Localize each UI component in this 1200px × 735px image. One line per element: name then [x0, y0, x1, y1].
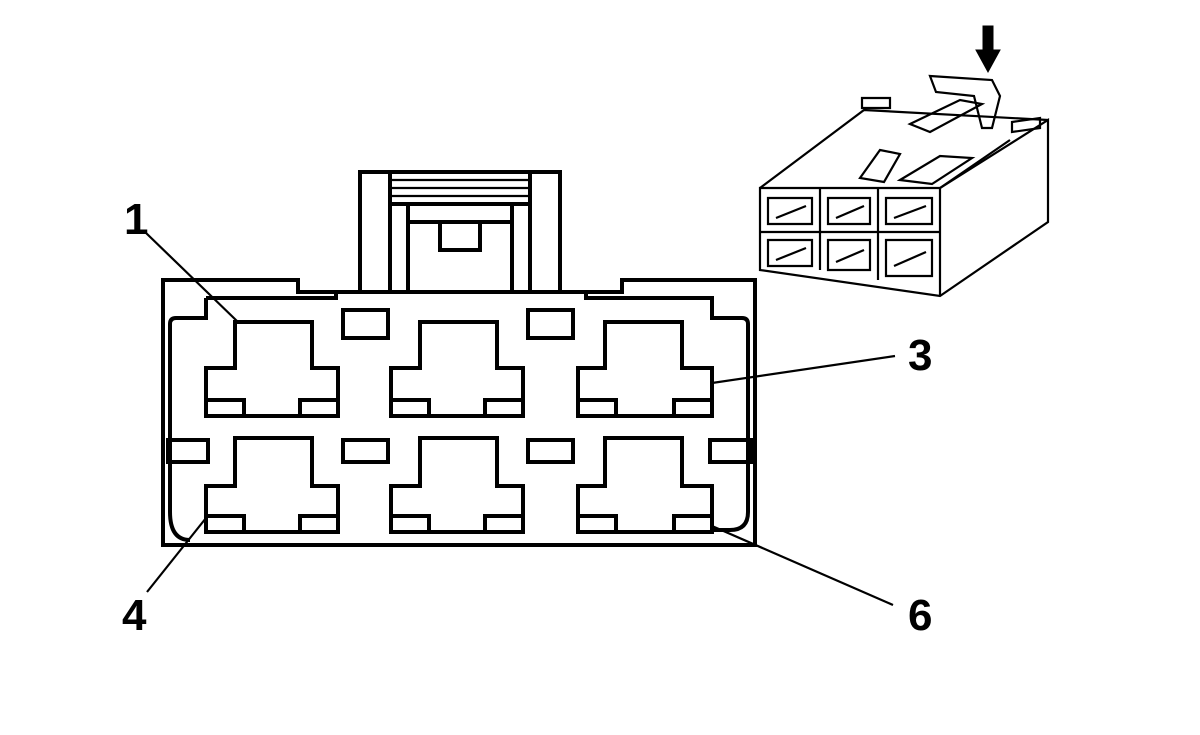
cavity-6	[576, 436, 714, 534]
cavity-1	[204, 320, 340, 418]
leader-line-4	[146, 517, 207, 593]
connector-isometric-view	[758, 25, 1050, 298]
connector-face-view	[144, 170, 896, 607]
housing-body	[161, 278, 757, 547]
leader-line-6	[711, 524, 894, 607]
cavity-2	[389, 320, 525, 418]
callout-label-1: 1	[124, 195, 148, 244]
down-arrow-icon	[975, 25, 1001, 74]
cavity-4	[204, 436, 340, 534]
cavity-5	[389, 436, 525, 534]
locking-latch	[358, 170, 562, 294]
leader-line-3	[711, 354, 896, 385]
cavity-3	[576, 320, 714, 418]
iso-cavities	[766, 196, 934, 278]
callout-label-6: 6	[908, 591, 932, 640]
callout-label-4: 4	[122, 591, 147, 640]
leader-line-1	[144, 231, 239, 323]
callout-label-3: 3	[908, 331, 932, 380]
